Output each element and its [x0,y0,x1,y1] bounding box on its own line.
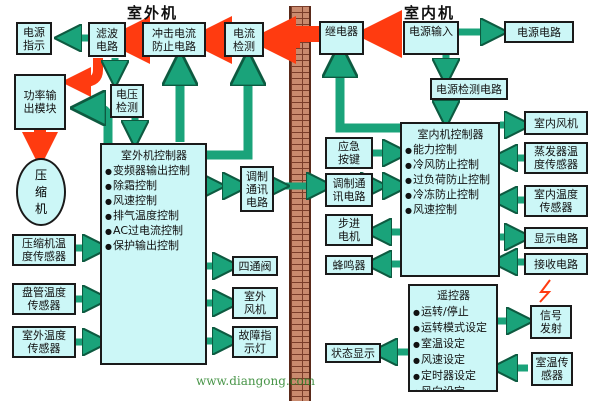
emergency-key-box[interactable]: 应急 按键 [325,137,373,169]
arrow-controller-to-current [205,68,248,160]
outdoor-comm-circuit-box: 调制 通讯 电路 [240,166,274,212]
outdoor-controller-item: 风速控制 [105,194,203,209]
indoor-controller-title: 室内机控制器 [417,128,484,141]
outdoor-controller-box: 室外机控制器 变频器输出控制 除霜控制 风速控制 排气温度控制 AC过电流控制 … [100,143,207,365]
indoor-controller-item: 风速控制 [405,203,496,218]
indoor-controller-item: 过负荷防止控制 [405,173,496,188]
indoor-comm-circuit-box: 调制通 讯电路 [325,173,373,207]
remote-control-item: 室温设定 [413,336,494,352]
compressor-circle: 压 缩 机 [16,158,66,226]
receive-circuit-box: 接收电路 [524,253,588,275]
arrow-controller-to-relay [340,60,402,133]
power-module-box: 功率输 出模块 [14,74,66,130]
fault-light-box: 故障指 示灯 [232,326,278,358]
remote-control-item: 运转/停止 [413,304,494,320]
coil-temp-sensor-box: 盘管温度 传感器 [12,283,76,315]
red-arrow-filter-to-module [61,58,103,97]
stepper-motor-box: 步进 电机 [325,214,373,246]
outdoor-controller-item: 变频器输出控制 [105,164,203,179]
outdoor-controller-item: 除霜控制 [105,179,203,194]
outdoor-controller-title: 室外机控制器 [121,149,187,162]
power-circuit-box: 电源电路 [504,21,574,43]
indoor-temp-sensor-box: 室内温度 传感器 [524,185,588,217]
indoor-controller-item: 冷冻防止控制 [405,188,496,203]
indoor-controller-box: 室内机控制器 能力控制 冷风防止控制 过负荷防止控制 冷冻防止控制 风速控制 [400,122,500,277]
display-circuit-box: 显示电路 [524,227,588,249]
remote-control-box: 遥控器 运转/停止 运转模式设定 室温设定 风速设定 定时器设定 风向设定 [408,284,498,392]
four-way-valve-box: 四通阀 [232,256,278,276]
remote-control-item: 风向设定 [413,384,494,390]
indoor-controller-item: 能力控制 [405,143,496,158]
power-input-box: 电源输入 [403,21,459,55]
remote-control-item: 定时器设定 [413,368,494,384]
outdoor-unit-title: 室外机 [127,4,179,22]
buzzer-box: 蜂鸣器 [325,255,373,275]
indoor-fan-box: 室内风机 [524,111,588,135]
power-detect-box: 电源检测电路 [430,78,508,100]
surge-protection-box: 冲击电流 防止电路 [142,22,206,57]
remote-control-item: 运转模式设定 [413,320,494,336]
relay-box: 继电器 [319,21,364,55]
indoor-controller-item: 冷风防止控制 [405,158,496,173]
remote-control-title: 遥控器 [437,289,470,302]
outdoor-controller-item: 排气温度控制 [105,209,203,224]
outdoor-fan-box: 室外 风机 [232,287,278,319]
outdoor-temp-sensor-box: 室外温度 传感器 [12,326,76,358]
outdoor-controller-item: 保护输出控制 [105,239,203,254]
indoor-unit-title: 室内机 [404,4,456,22]
remote-control-item: 风速设定 [413,352,494,368]
evaporator-temp-sensor-box: 蒸发器温 度传感器 [524,142,588,174]
outdoor-controller-item: AC过电流控制 [105,224,203,239]
power-indicator-box: 电源 指示 [16,22,52,55]
signal-emit-box: 信号 发射 [530,305,572,339]
filter-circuit-box: 滤波 电路 [88,22,126,57]
voltage-detect-box: 电压 检测 [110,84,144,118]
status-display-box: 状态显示 [325,343,381,363]
arrow-controller-to-module [88,108,113,145]
compressor-temp-sensor-box: 压缩机温 度传感器 [12,234,76,266]
wall-divider [289,6,311,401]
current-detect-box: 电流 检测 [224,22,264,57]
lightning-icon [539,279,552,303]
room-temp-sensor-box: 室温传 感器 [531,352,573,386]
